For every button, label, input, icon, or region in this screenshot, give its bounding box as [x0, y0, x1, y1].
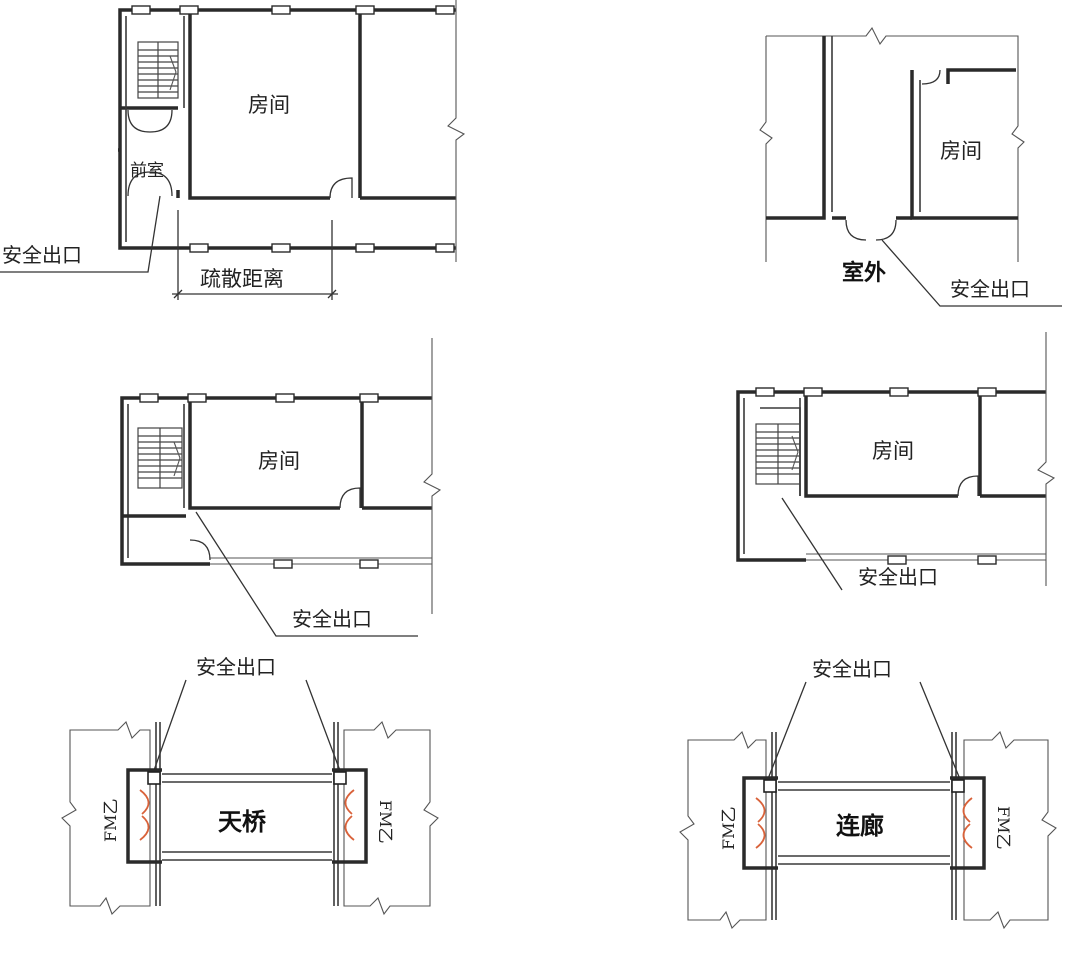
panel-stair-exit-right: 房间 安全出口: [736, 332, 1056, 591]
safety-exit-label-3: 安全出口: [292, 607, 372, 631]
room-label-4: 房间: [872, 439, 914, 463]
panel-anteroom-stair: 房间 前室 安全出口 疏散距离: [0, 0, 466, 300]
panel-outdoor-exit: 房间 室外 安全出口: [759, 26, 1062, 307]
room-label: 房间: [248, 93, 290, 117]
skybridge-label: 天桥: [218, 808, 267, 836]
outdoor-label: 室外: [842, 260, 886, 286]
safety-exit-label-4: 安全出口: [858, 565, 938, 589]
safety-exit-label-2: 安全出口: [950, 277, 1030, 301]
room-label-2: 房间: [940, 139, 982, 163]
panel-skybridge: 安全出口 FM乙 FM乙 天桥: [61, 655, 439, 916]
fire-door-label-2: FM乙: [376, 800, 395, 844]
safety-exit-label: 安全出口: [2, 243, 82, 267]
corridor-label: 连廊: [836, 812, 884, 840]
panel-stair-exit-left: 房间 安全出口: [120, 338, 442, 637]
evac-distance-label: 疏散距离: [200, 267, 284, 291]
anteroom-label: 前室: [130, 161, 164, 181]
panel-corridor: 安全出口 FM乙 FM乙 连廊: [679, 657, 1057, 930]
fire-door-label-3: FM乙: [719, 807, 738, 851]
fire-door-label: FM乙: [101, 799, 120, 843]
stair-icon: [137, 41, 179, 99]
stair-icon: [755, 423, 801, 485]
stair-icon: [137, 427, 183, 489]
safety-exit-label-5: 安全出口: [196, 655, 276, 679]
fire-door-label-4: FM乙: [994, 806, 1013, 850]
room-label-3: 房间: [258, 449, 300, 473]
safety-exit-label-6: 安全出口: [812, 657, 892, 681]
